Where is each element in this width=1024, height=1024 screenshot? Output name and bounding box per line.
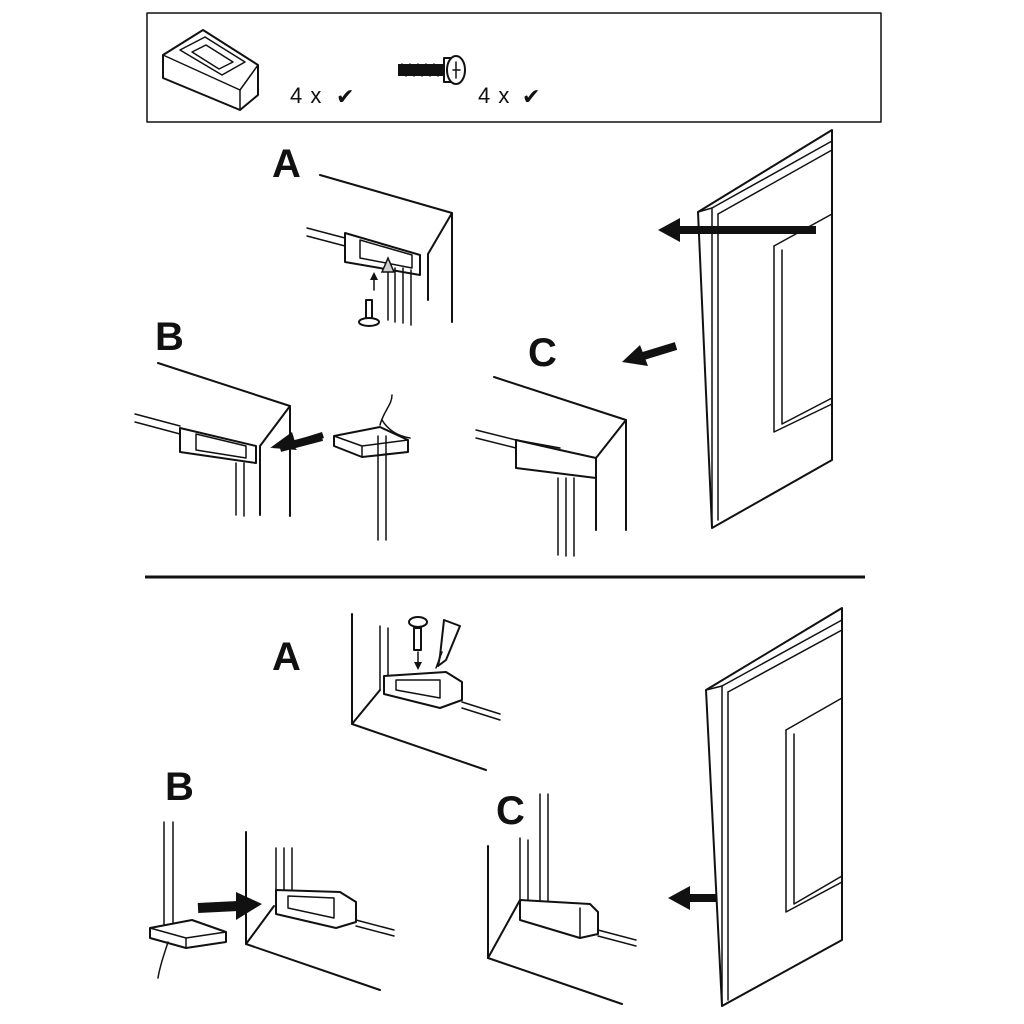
bracket-quantity: 4 x — [290, 83, 322, 108]
top-step-b-label: B — [155, 315, 184, 359]
screw-icon — [398, 55, 466, 85]
bottom-step-c-label: C — [496, 789, 525, 833]
bottom-step-a-label: A — [272, 635, 301, 679]
bottom-section: A B — [149, 607, 843, 1007]
top-panel — [658, 129, 833, 529]
top-step-b: B — [134, 315, 411, 541]
top-step-c-label: C — [528, 331, 557, 375]
bottom-step-a: A — [272, 613, 501, 771]
top-section: A B — [134, 129, 833, 557]
bottom-step-b: B — [149, 765, 395, 991]
bracket-check-icon: ✔ — [336, 84, 355, 109]
bottom-panel — [705, 607, 843, 1007]
top-step-a: A — [272, 142, 453, 327]
parts-box-border — [146, 12, 882, 123]
screw-check-icon: ✔ — [522, 84, 541, 109]
bracket-icon — [162, 29, 259, 111]
top-step-a-label: A — [272, 142, 301, 186]
bottom-step-b-label: B — [165, 765, 194, 809]
top-step-c: C — [475, 331, 678, 557]
screw-quantity: 4 x — [478, 83, 510, 108]
parts-box: 4 x ✔ 4 x ✔ — [146, 12, 882, 123]
